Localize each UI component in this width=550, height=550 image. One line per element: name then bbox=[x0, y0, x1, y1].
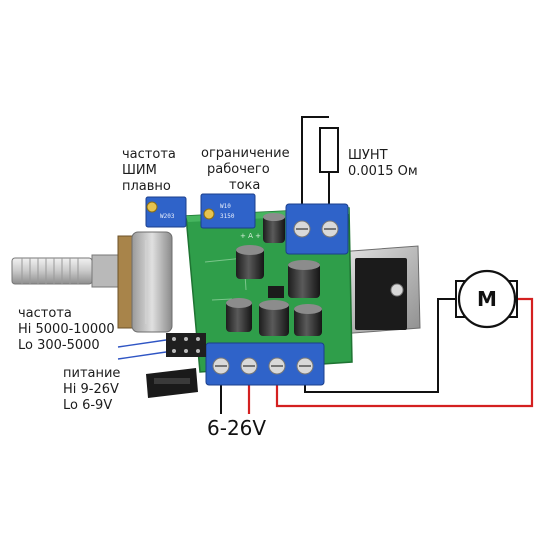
shunt-line-1: ШУНТ bbox=[348, 148, 388, 163]
resistor-symbol-icon bbox=[319, 127, 339, 173]
motor-symbol-label: M bbox=[477, 287, 497, 311]
frequency-mode-line-3: Lo 300-5000 bbox=[18, 338, 100, 353]
svg-text:+ A +: + A + bbox=[240, 232, 261, 240]
pwm-frequency-label: частота ШИМ плавно bbox=[122, 147, 176, 195]
shunt-terminal bbox=[285, 203, 349, 255]
current-limit-line-2: рабочего bbox=[207, 162, 270, 177]
svg-text:3150: 3150 bbox=[220, 213, 235, 220]
mosfet-transistor-icon bbox=[337, 245, 421, 335]
potentiometer-knob-icon bbox=[11, 231, 173, 333]
current-limit-line-3: тока bbox=[229, 178, 261, 193]
pwm-frequency-line-2: ШИМ bbox=[122, 163, 157, 178]
power-mode-line-1: питание bbox=[63, 366, 121, 381]
frequency-mode-line-1: частота bbox=[18, 306, 72, 321]
trimmer-pwm: W203 bbox=[145, 196, 187, 228]
shunt-label: ШУНТ 0.0015 Ом bbox=[348, 148, 418, 180]
pointer-lines bbox=[117, 339, 167, 360]
pwm-frequency-line-1: частота bbox=[122, 147, 176, 162]
svg-text:W203: W203 bbox=[160, 213, 175, 220]
current-limit-label: ограничение рабочего тока bbox=[201, 146, 290, 194]
pwm-frequency-line-3: плавно bbox=[122, 179, 171, 194]
svg-text:W10: W10 bbox=[220, 203, 231, 210]
current-limit-line-1: ограничение bbox=[201, 146, 290, 161]
capacitors bbox=[226, 213, 322, 336]
shunt-wire-left bbox=[301, 116, 329, 214]
frequency-mode-line-2: Hi 5000-10000 bbox=[18, 322, 115, 337]
power-mode-line-3: Lo 6-9V bbox=[63, 398, 113, 413]
trimmer-current: W10 3150 bbox=[200, 193, 256, 229]
power-mode-line-2: Hi 9-26V bbox=[63, 382, 119, 397]
positive-motor-wire bbox=[275, 297, 534, 408]
motor-symbol-icon bbox=[455, 269, 518, 329]
supply-voltage-label: 6-26V bbox=[207, 416, 267, 440]
jumper-headers bbox=[166, 333, 206, 357]
jumper-cap bbox=[146, 368, 198, 398]
frequency-mode-label: частота Hi 5000-10000 Lo 300-5000 bbox=[18, 306, 115, 354]
screw-terminal-icon bbox=[205, 342, 325, 386]
power-mode-label: питание Hi 9-26V Lo 6-9V bbox=[63, 366, 120, 414]
shunt-line-2: 0.0015 Ом bbox=[348, 164, 418, 179]
